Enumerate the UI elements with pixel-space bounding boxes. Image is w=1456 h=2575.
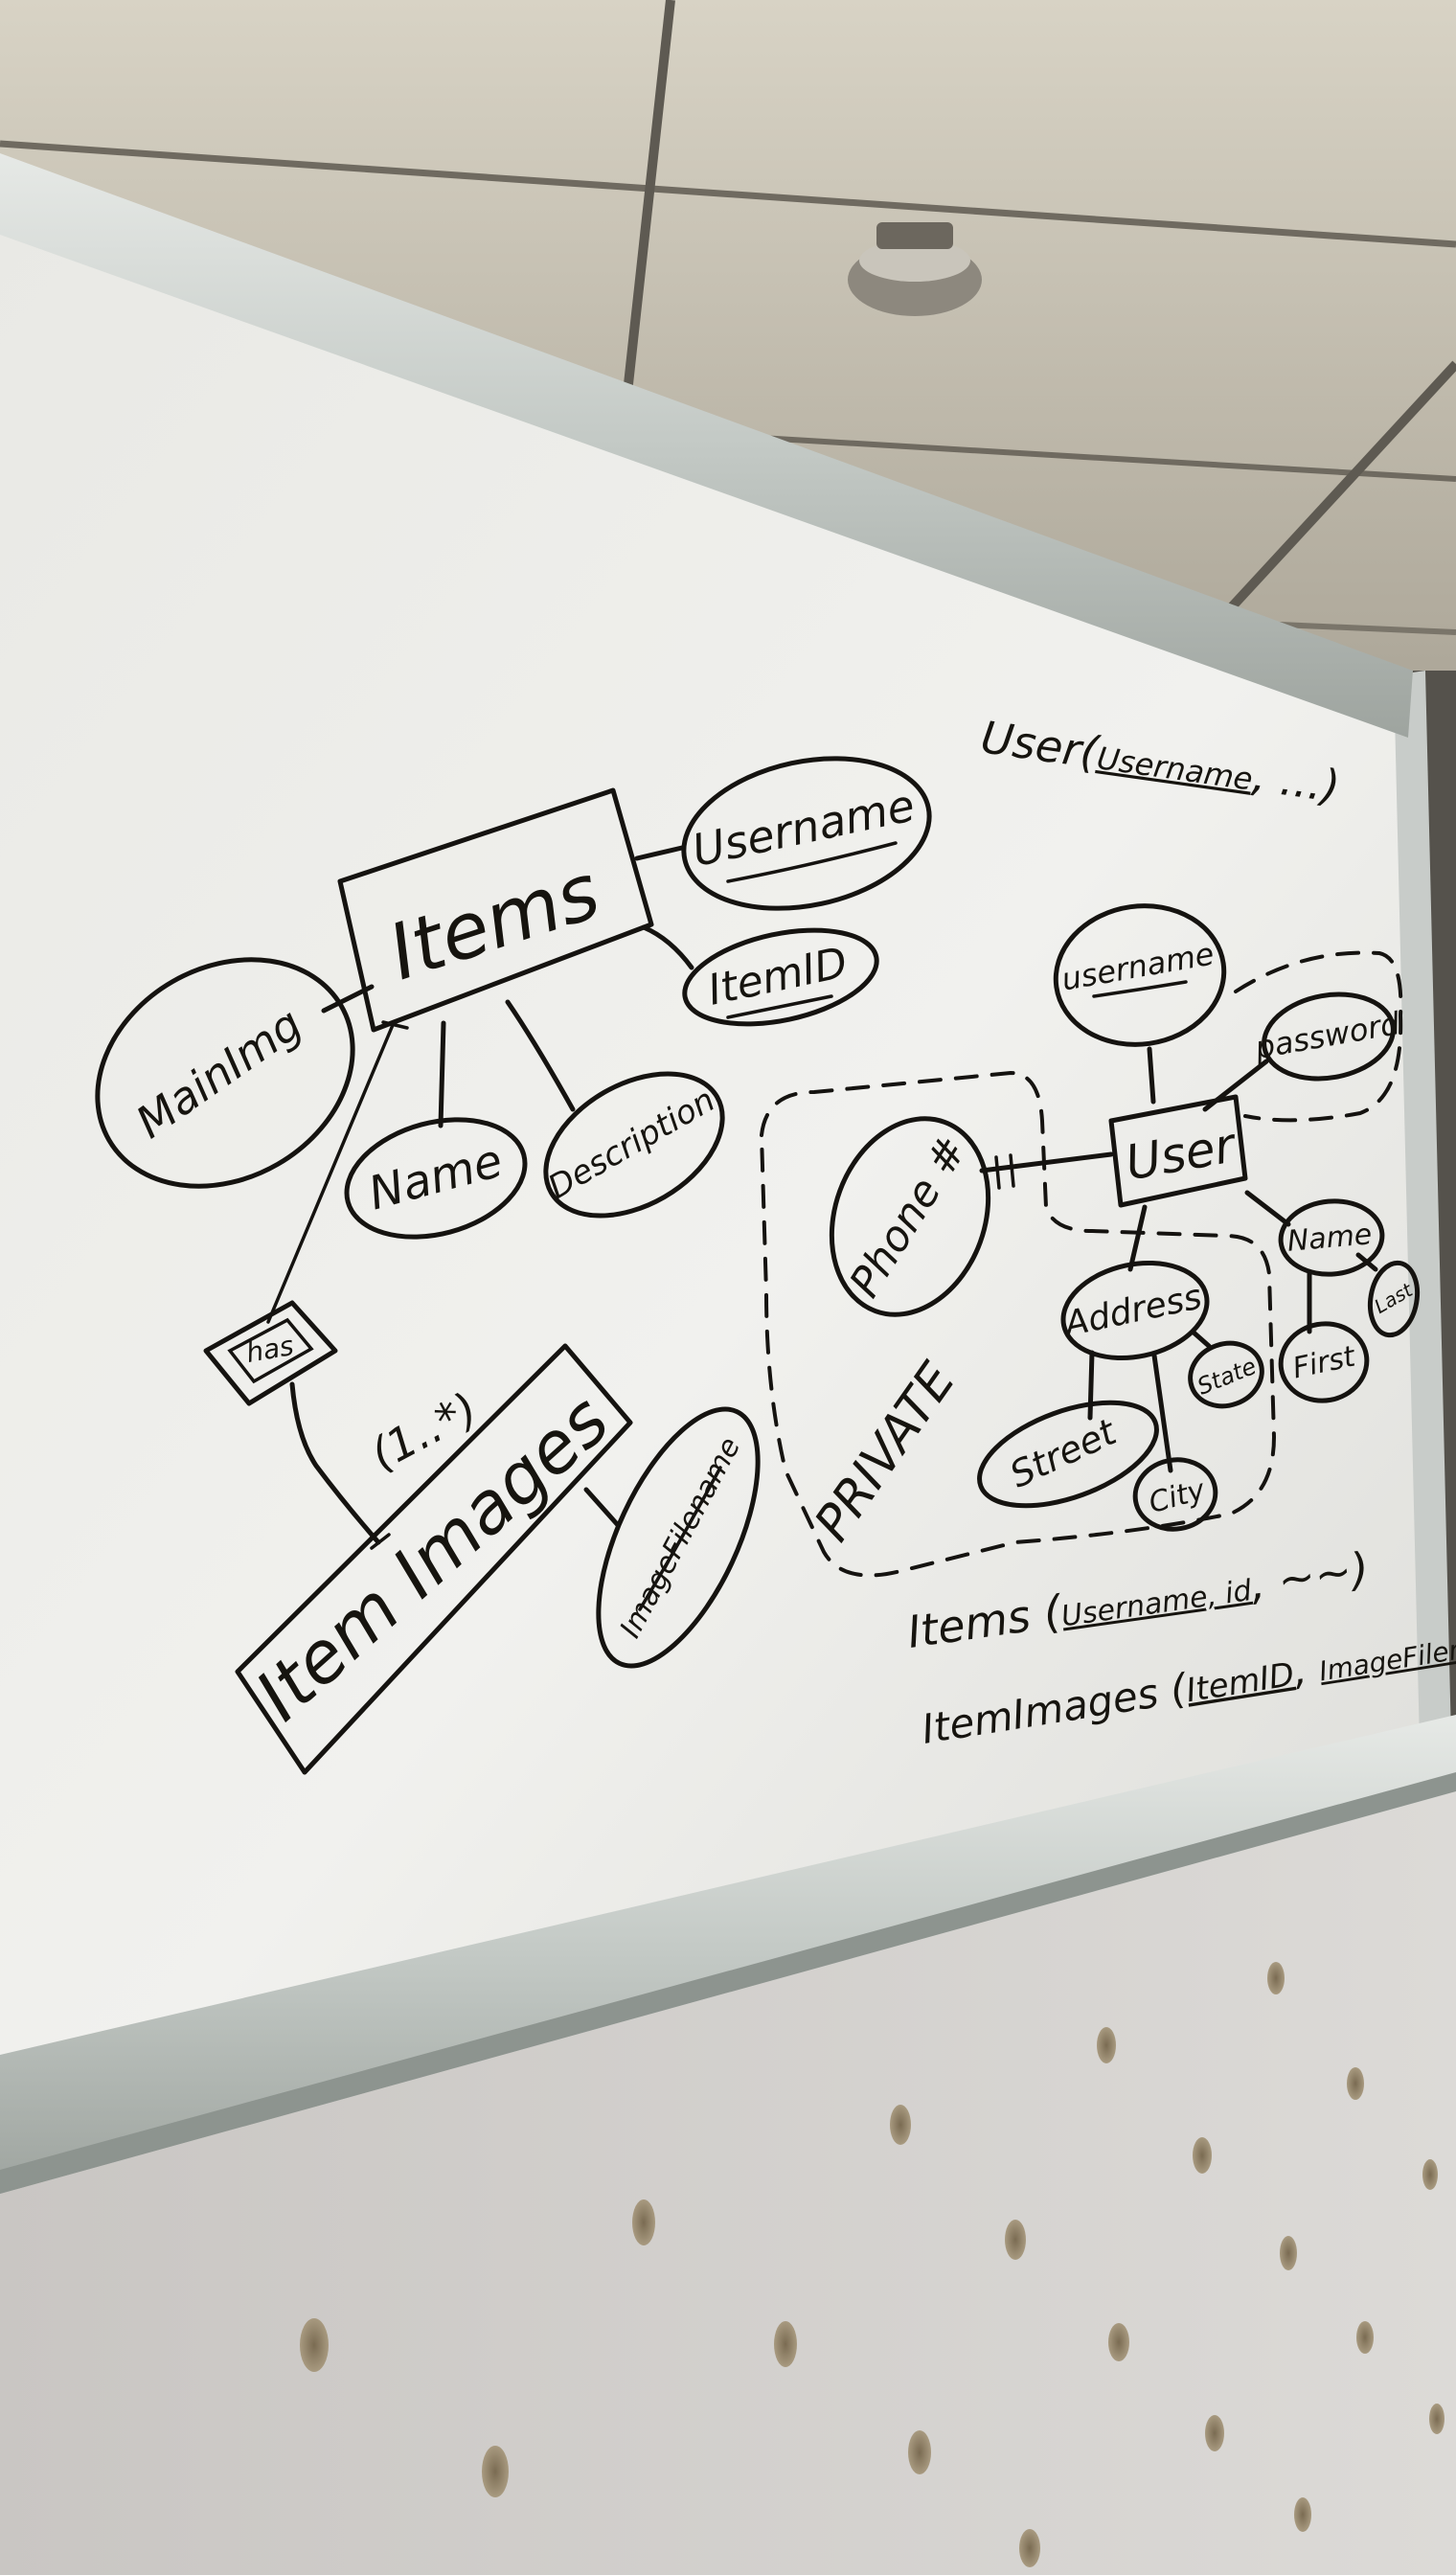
cubicle-panel (0, 1743, 1456, 2575)
schema-user-suffix: , ...) (1249, 749, 1343, 812)
attribute-user-name: Name (1278, 1198, 1385, 1277)
connector-lines (266, 845, 1378, 1550)
whiteboard (0, 153, 1456, 2194)
relationship-has: has (203, 1300, 338, 1406)
attribute-user-name-label: Name (1285, 1218, 1373, 1259)
